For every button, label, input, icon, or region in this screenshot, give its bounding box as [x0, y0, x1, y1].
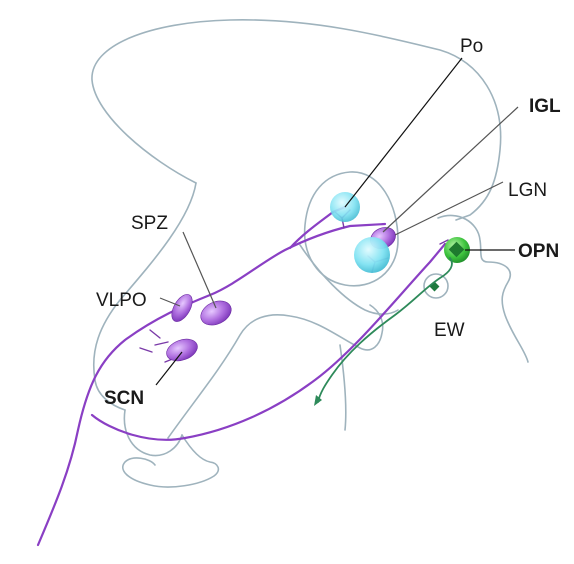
- left-brain-contour: [92, 182, 197, 411]
- optic-axon-lower-loop: [90, 242, 447, 441]
- brain-outline: [91, 19, 529, 488]
- inner-loop-contour: [167, 304, 384, 439]
- po-leader: [344, 57, 463, 208]
- axon-branches-scn: [139, 329, 181, 363]
- labels: Po IGL LGN OPN SPZ VLPO EW SCN: [96, 36, 561, 409]
- ew-axon: [317, 257, 453, 403]
- vlpo-leader: [159, 297, 181, 307]
- opn-label: OPN: [518, 241, 559, 262]
- spz-nucleus: [200, 300, 232, 326]
- upper-brain-contour: [91, 19, 502, 221]
- spz-label: SPZ: [131, 213, 168, 234]
- spz-leader: [182, 231, 217, 309]
- lower-tail-contour: [339, 344, 347, 431]
- vlpo-nucleus: [171, 294, 193, 322]
- hypothalamus-lower-contour: [123, 409, 183, 457]
- scn-label: SCN: [104, 388, 144, 409]
- igl-leader: [382, 106, 519, 233]
- pituitary-contour: [122, 434, 220, 488]
- lgn-nucleus: [354, 237, 390, 273]
- lgn-leader: [394, 181, 504, 236]
- retinal-axons: [36, 205, 453, 547]
- po-label: Po: [460, 36, 483, 57]
- ew-circle: [423, 273, 449, 299]
- leader-lines: [155, 57, 519, 386]
- lgn-circle: [303, 171, 399, 287]
- scn-nucleus: [166, 338, 198, 362]
- green-nuclei: [314, 237, 470, 406]
- vlpo-label: VLPO: [96, 290, 147, 311]
- scn-leader: [155, 351, 183, 386]
- optic-axon-main: [36, 222, 387, 547]
- opn-marker: [448, 241, 465, 258]
- lgn-label: LGN: [508, 180, 547, 201]
- igl-label: IGL: [529, 96, 561, 117]
- ew-axon-arrowhead: [314, 395, 322, 406]
- brainstem-right-contour: [437, 214, 529, 363]
- ew-label: EW: [434, 320, 465, 341]
